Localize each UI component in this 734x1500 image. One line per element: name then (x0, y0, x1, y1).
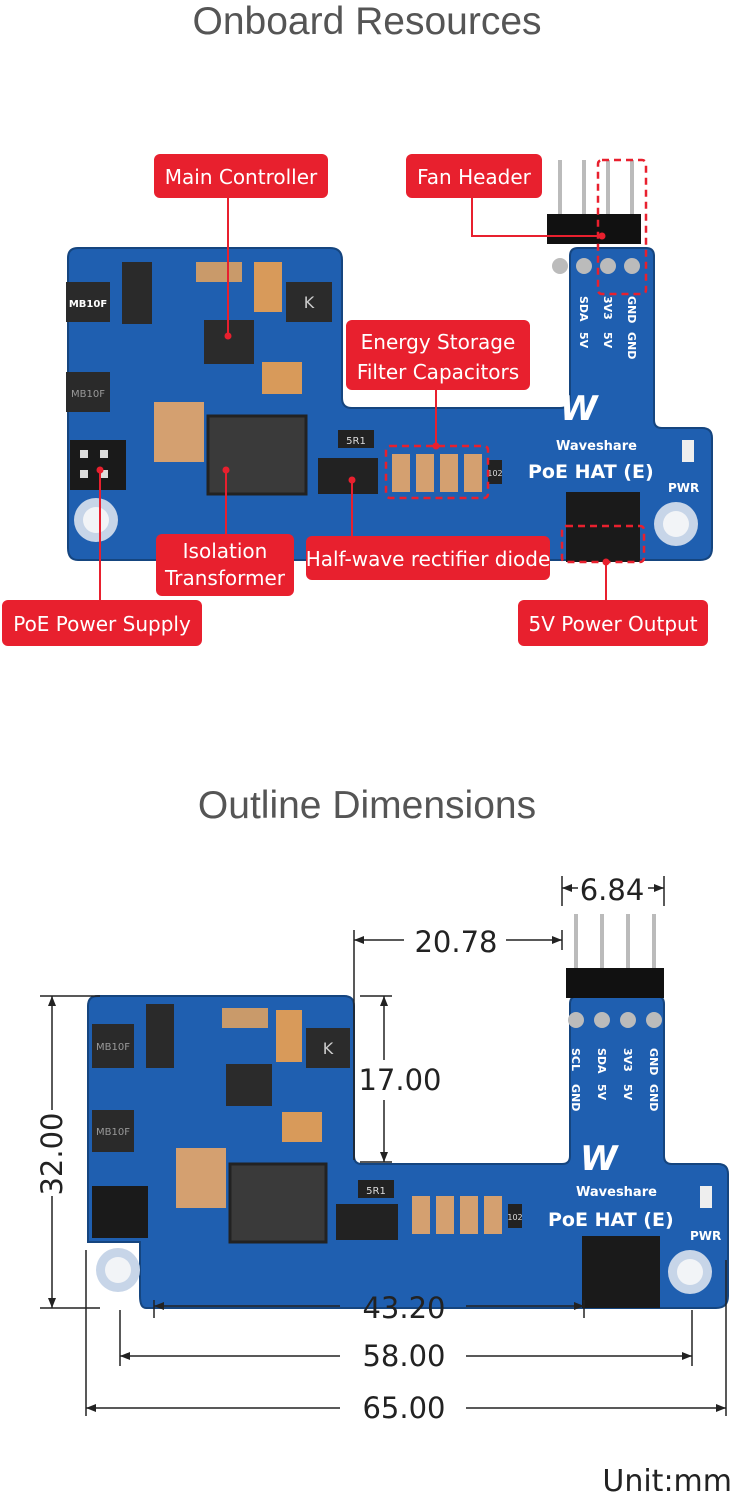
svg-text:GND: GND (569, 1084, 582, 1111)
svg-text:MB10F: MB10F (69, 299, 107, 310)
svg-text:GND: GND (647, 1048, 660, 1075)
pwr-label: PWR (668, 481, 699, 495)
bridge-chip (92, 1110, 134, 1152)
dim-58-00: 58.00 (362, 1339, 445, 1373)
model-label: PoE HAT (E) (548, 1209, 674, 1231)
fan-header (547, 160, 641, 274)
svg-text:Transformer: Transformer (164, 566, 286, 590)
isolation-transformer (228, 1162, 328, 1244)
energy-storage-capacitors (412, 1196, 502, 1234)
unit-label: Unit:mm (602, 1464, 732, 1499)
callout-isolation-transformer: Isolation Transformer (156, 534, 294, 596)
output-highlight (560, 524, 646, 564)
outline-dimensions-title: Outline Dimensions (197, 784, 537, 827)
svg-text:MB10F: MB10F (96, 1127, 130, 1138)
svg-text:K: K (304, 293, 315, 312)
diode-chip (146, 1004, 174, 1068)
svg-text:SCL: SCL (569, 1048, 582, 1071)
pin-labels: SCL SDA 3V3 GND GND 5V 5V GND (569, 1048, 660, 1111)
rectifier-diode (318, 458, 378, 494)
svg-text:GND: GND (553, 332, 566, 359)
svg-text:102: 102 (487, 469, 502, 478)
diode-chip (122, 262, 152, 324)
svg-text:102: 102 (507, 1213, 522, 1222)
svg-text:5V: 5V (595, 1084, 608, 1101)
svg-text:MB10F: MB10F (96, 1042, 130, 1053)
svg-text:5R1: 5R1 (346, 436, 366, 447)
poe-power-connector (70, 440, 126, 490)
rectifier-diode (336, 1204, 398, 1240)
svg-text:5V: 5V (577, 332, 590, 349)
svg-text:MB10F: MB10F (71, 389, 105, 400)
svg-text:GND: GND (647, 1084, 660, 1111)
onboard-resources-title: Onboard Resources (192, 0, 542, 43)
svg-text:Main Controller: Main Controller (165, 165, 318, 189)
svg-text:GND: GND (625, 296, 638, 323)
leader-lines (99, 198, 607, 600)
callout-energy-storage: Energy Storage Filter Capacitors (346, 320, 530, 390)
capacitor-highlight (384, 444, 490, 500)
svg-text:5V: 5V (621, 1084, 634, 1101)
svg-text:GND: GND (625, 332, 638, 359)
svg-text:Fan Header: Fan Header (417, 165, 532, 189)
dimension-lines (40, 876, 727, 1416)
svg-text:SDA: SDA (577, 296, 590, 322)
fan-header (566, 914, 664, 1028)
dim-6-84: 6.84 (580, 873, 645, 907)
main-controller-chip (226, 1064, 272, 1106)
bridge-chip (66, 282, 110, 322)
pin-labels: SCL SDA 3V3 GND GND 5V 5V GND (553, 296, 638, 359)
isolation-transformer (206, 414, 308, 496)
dim-17-00: 17.00 (358, 1063, 441, 1097)
callout-rectifier: Half-wave rectifier diode (306, 536, 551, 580)
capacitor (196, 262, 242, 282)
fan-header-highlight (596, 158, 648, 296)
svg-text:Energy Storage: Energy Storage (361, 330, 516, 354)
callout-poe-supply: PoE Power Supply (2, 600, 202, 646)
svg-text:3V3: 3V3 (601, 296, 614, 320)
capacitor (154, 402, 204, 462)
energy-storage-capacitors (392, 454, 482, 492)
capacitor (254, 262, 282, 312)
svg-text:5V: 5V (601, 332, 614, 349)
brand-label: Waveshare (576, 1185, 657, 1200)
svg-text:Half-wave rectifier diode: Half-wave rectifier diode (306, 547, 551, 571)
pwr-label: PWR (690, 1229, 721, 1243)
poe-power-connector (92, 1186, 148, 1238)
waveshare-logo: W (580, 1139, 619, 1179)
svg-text:Isolation: Isolation (183, 539, 268, 563)
callout-main-controller: Main Controller (154, 154, 328, 198)
svg-text:PoE Power Supply: PoE Power Supply (13, 612, 191, 636)
callout-fan-header: Fan Header (406, 154, 542, 198)
model-label: PoE HAT (E) (528, 461, 654, 483)
svg-text:5V Power Output: 5V Power Output (528, 612, 697, 636)
brand-label: Waveshare (556, 439, 637, 454)
svg-text:Filter Capacitors: Filter Capacitors (357, 360, 519, 384)
svg-text:SCL: SCL (553, 296, 566, 319)
capacitor (262, 362, 302, 394)
dim-20-78: 20.78 (414, 925, 497, 959)
dim-65-00: 65.00 (362, 1391, 445, 1425)
dimension-arrows (48, 884, 726, 1412)
svg-text:5R1: 5R1 (366, 1186, 386, 1197)
bridge-chip (66, 372, 110, 412)
svg-text:K: K (323, 1039, 334, 1058)
waveshare-logo: W (560, 389, 599, 429)
callout-power-output: 5V Power Output (518, 600, 708, 646)
dim-32-00: 32.00 (35, 1112, 69, 1195)
diode-k (286, 282, 332, 322)
dim-43-20: 43.20 (362, 1291, 445, 1325)
svg-text:SDA: SDA (595, 1048, 608, 1074)
bridge-chip (92, 1024, 134, 1068)
power-output-connector (582, 1236, 660, 1308)
svg-text:3V3: 3V3 (621, 1048, 634, 1072)
